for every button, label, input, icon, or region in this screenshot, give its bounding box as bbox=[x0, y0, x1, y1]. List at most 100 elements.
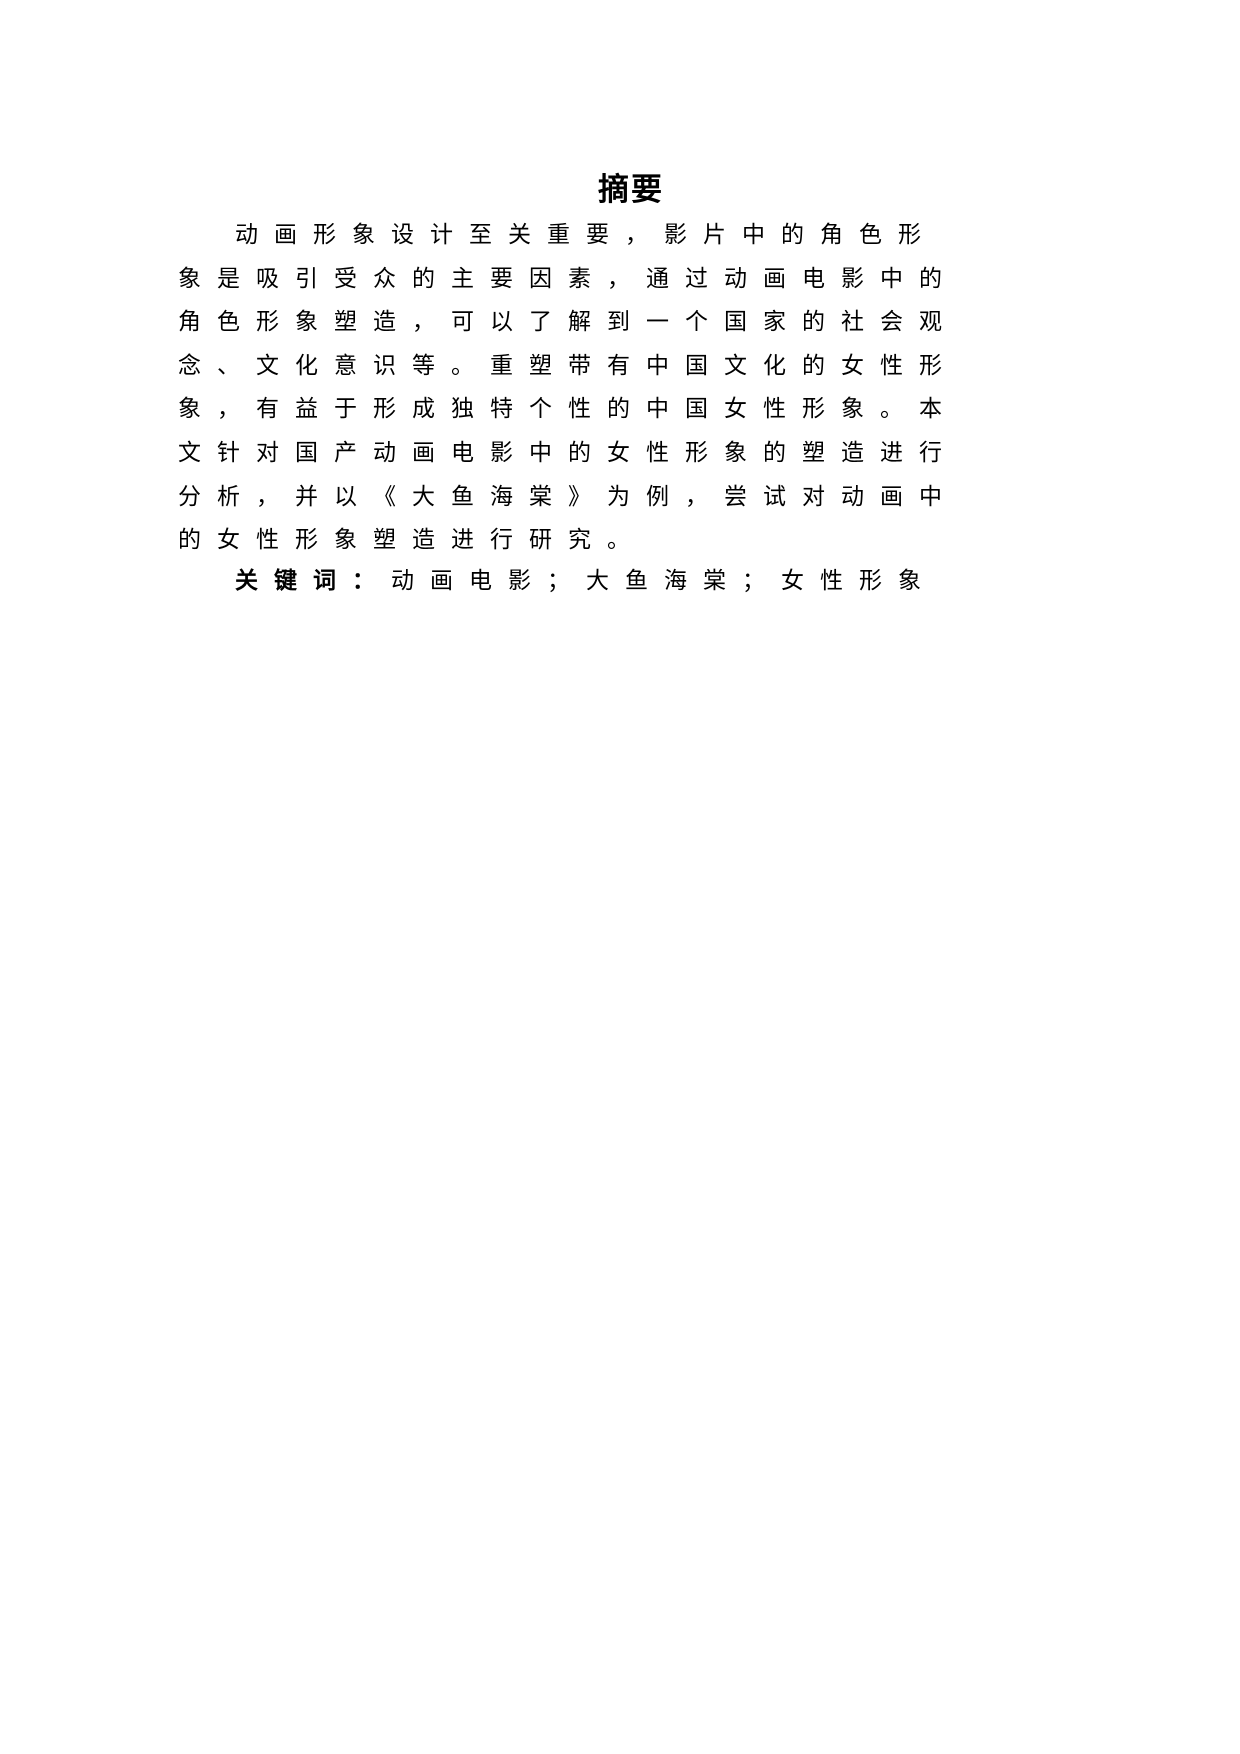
text-char: 解 bbox=[568, 309, 591, 336]
text-char: 中 bbox=[919, 483, 942, 510]
text-char: 受 bbox=[334, 265, 357, 292]
text-char: 研 bbox=[529, 527, 552, 554]
text-char: 女 bbox=[724, 396, 747, 423]
text-char: 的 bbox=[412, 265, 435, 292]
text-char: 画 bbox=[430, 568, 453, 594]
text-char: 针 bbox=[217, 439, 240, 466]
abstract-title: 摘要 bbox=[598, 172, 664, 208]
text-char: 形 bbox=[802, 396, 825, 423]
text-char: 电 bbox=[802, 265, 825, 292]
text-char: 到 bbox=[607, 309, 630, 336]
text-char: 造 bbox=[412, 527, 435, 554]
text-char: 形 bbox=[313, 222, 336, 248]
text-char: 例 bbox=[646, 483, 669, 510]
text-char: 独 bbox=[451, 396, 474, 423]
text-char: 观 bbox=[919, 309, 942, 336]
abstract-line: 角色形象塑造，可以了解到一个国家的社会观 bbox=[178, 301, 958, 345]
abstract-line: 象是吸引受众的主要因素，通过动画电影中的 bbox=[178, 258, 958, 302]
text-char: 象 bbox=[178, 265, 201, 292]
text-char: ， bbox=[625, 222, 648, 248]
text-char: 的 bbox=[781, 222, 804, 248]
text-char: ， bbox=[607, 265, 630, 292]
text-char: 文 bbox=[724, 352, 747, 379]
text-char: 家 bbox=[763, 309, 786, 336]
text-char: 中 bbox=[529, 439, 552, 466]
text-char: 个 bbox=[685, 309, 708, 336]
text-char: 《 bbox=[373, 483, 396, 510]
text-char: 造 bbox=[841, 439, 864, 466]
text-char: 有 bbox=[256, 396, 279, 423]
text-char: 色 bbox=[859, 222, 882, 248]
text-char: 识 bbox=[373, 352, 396, 379]
text-char: 究 bbox=[568, 527, 591, 554]
text-char: 产 bbox=[334, 439, 357, 466]
text-char: 过 bbox=[685, 265, 708, 292]
text-char: 电 bbox=[469, 568, 492, 594]
text-char: 。 bbox=[880, 396, 903, 423]
abstract-body: 动画形象设计至关重要，影片中的角色形 象是吸引受众的主要因素，通过动画电影中的 … bbox=[178, 214, 958, 563]
text-char: 词 bbox=[313, 568, 336, 594]
text-char: ； bbox=[547, 568, 570, 594]
text-char: 众 bbox=[373, 265, 396, 292]
text-char: 象 bbox=[178, 396, 201, 423]
text-char: 角 bbox=[178, 309, 201, 336]
text-char: 造 bbox=[373, 309, 396, 336]
text-char: 性 bbox=[568, 396, 591, 423]
text-char: 一 bbox=[646, 309, 669, 336]
text-char: 会 bbox=[880, 309, 903, 336]
text-char: 以 bbox=[334, 483, 357, 510]
text-char: 、 bbox=[217, 352, 240, 379]
text-char: 国 bbox=[724, 309, 747, 336]
text-char: ， bbox=[412, 309, 435, 336]
text-char: 性 bbox=[763, 396, 786, 423]
text-char: 海 bbox=[490, 483, 513, 510]
text-char: 塑 bbox=[373, 527, 396, 554]
text-char: 可 bbox=[451, 309, 474, 336]
abstract-line: 的女性形象塑造进行研究。 bbox=[178, 519, 958, 563]
text-char: 的 bbox=[919, 265, 942, 292]
text-char: 。 bbox=[451, 352, 474, 379]
text-char: 动 bbox=[841, 483, 864, 510]
text-char: 女 bbox=[217, 527, 240, 554]
text-char: 本 bbox=[919, 396, 942, 423]
text-char: 进 bbox=[451, 527, 474, 554]
text-char: 女 bbox=[781, 568, 804, 594]
text-char: 重 bbox=[490, 352, 513, 379]
text-char: 影 bbox=[841, 265, 864, 292]
text-char: 设 bbox=[391, 222, 414, 248]
text-char: 了 bbox=[529, 309, 552, 336]
text-char: 画 bbox=[412, 439, 435, 466]
keywords-row: 关键词： 动画电影；大鱼海棠；女性形象 bbox=[235, 556, 937, 600]
text-char: 重 bbox=[547, 222, 570, 248]
text-char: ， bbox=[217, 396, 240, 423]
text-char: 象 bbox=[724, 439, 747, 466]
text-char: 。 bbox=[607, 527, 630, 554]
text-char: 益 bbox=[295, 396, 318, 423]
text-char: ， bbox=[685, 483, 708, 510]
text-char: 社 bbox=[841, 309, 864, 336]
text-char: 大 bbox=[586, 568, 609, 594]
text-char: 于 bbox=[334, 396, 357, 423]
text-char: 要 bbox=[490, 265, 513, 292]
text-char: 为 bbox=[607, 483, 630, 510]
text-char: 键 bbox=[274, 568, 297, 594]
text-char: 的 bbox=[178, 527, 201, 554]
text-char: 象 bbox=[841, 396, 864, 423]
text-char: 性 bbox=[820, 568, 843, 594]
text-char: 是 bbox=[217, 265, 240, 292]
text-char: 主 bbox=[451, 265, 474, 292]
text-char: 对 bbox=[802, 483, 825, 510]
abstract-line: 象，有益于形成独特个性的中国女性形象。本 bbox=[178, 388, 958, 432]
text-char: 塑 bbox=[802, 439, 825, 466]
text-char: 形 bbox=[898, 222, 921, 248]
text-char: 象 bbox=[898, 568, 921, 594]
text-char: 性 bbox=[646, 439, 669, 466]
text-char: 大 bbox=[412, 483, 435, 510]
text-char: 国 bbox=[295, 439, 318, 466]
text-char: 画 bbox=[880, 483, 903, 510]
text-char: 吸 bbox=[256, 265, 279, 292]
text-char: 至 bbox=[469, 222, 492, 248]
text-char: 的 bbox=[568, 439, 591, 466]
abstract-line: 文针对国产动画电影中的女性形象的塑造进行 bbox=[178, 432, 958, 476]
